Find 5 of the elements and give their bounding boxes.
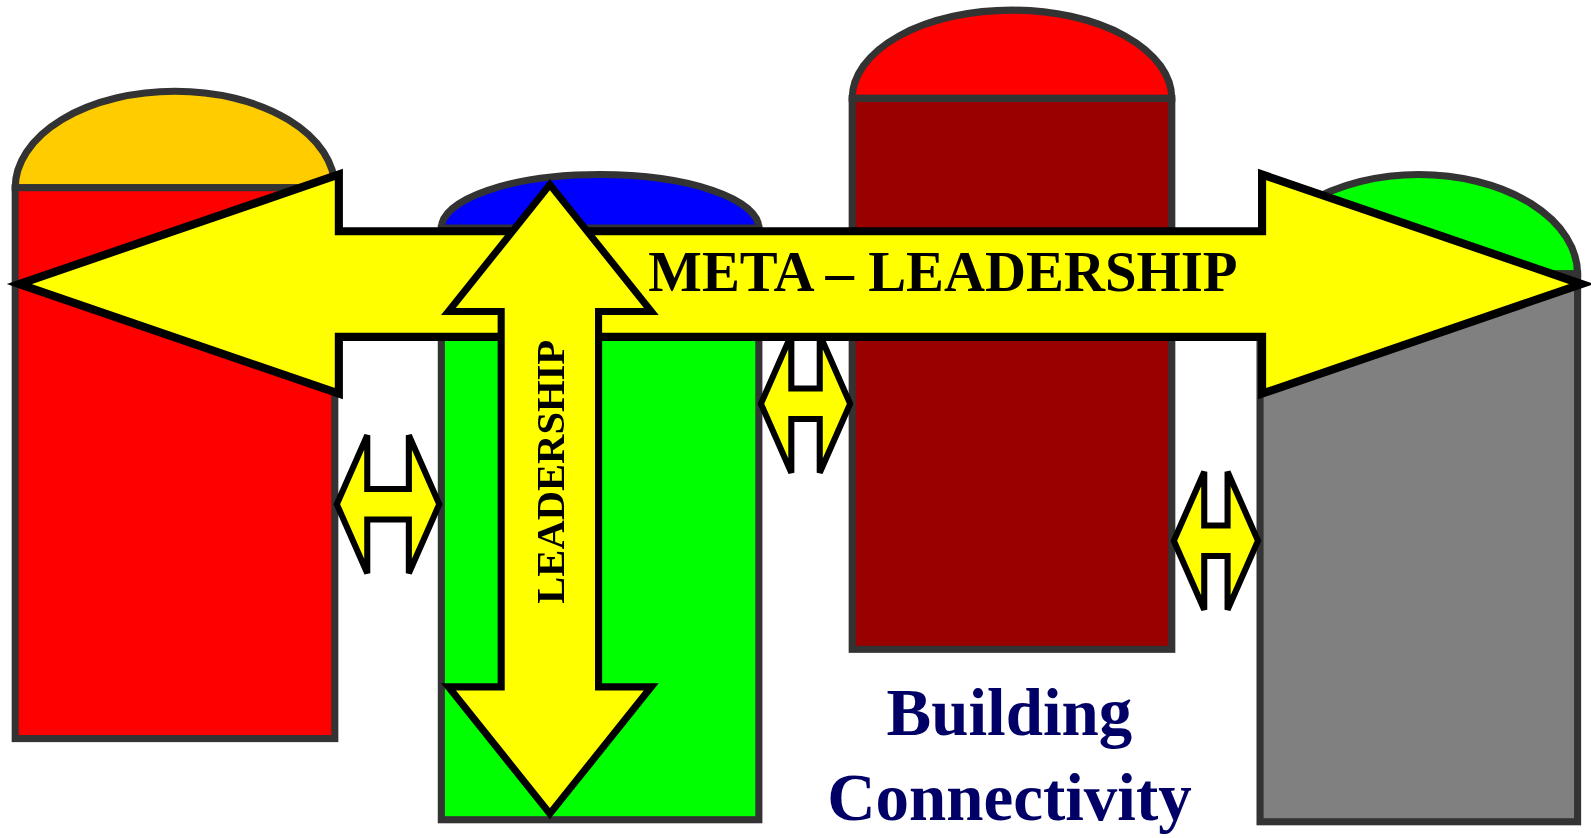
edge-label: META – LEADERSHIP [648, 241, 1238, 303]
double-arrow [333, 432, 443, 577]
double-arrow [1170, 468, 1262, 613]
caption-text: Building Connectivity [826, 673, 1193, 836]
arrow-label: LEADERSHIP [528, 339, 574, 604]
